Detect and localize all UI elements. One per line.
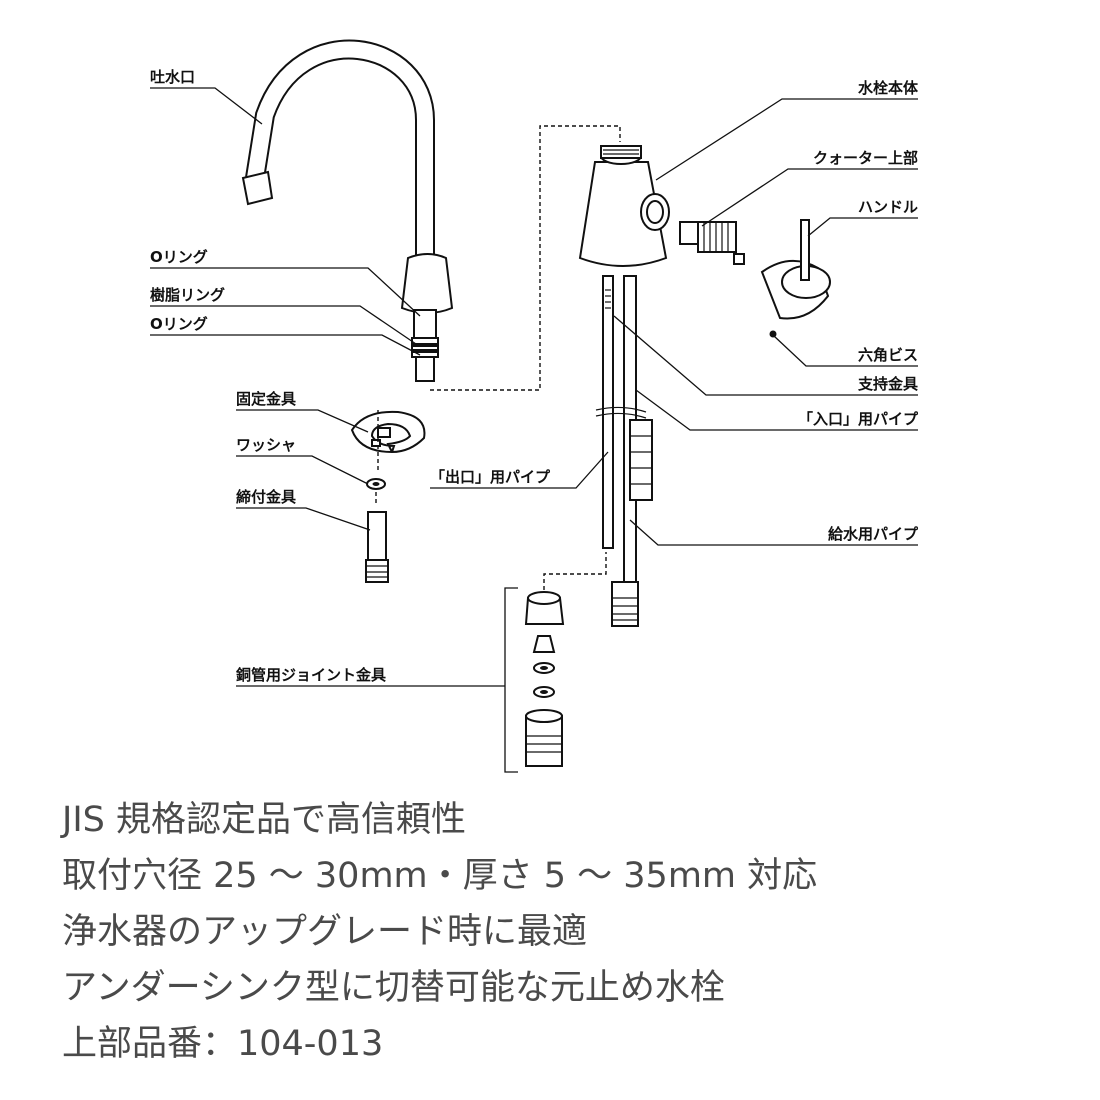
fixing-bracket-part [350, 410, 426, 454]
feature-upgrade: 浄水器のアップグレード時に最適 [62, 912, 588, 952]
label-resin-ring: 樹脂リング [150, 286, 225, 304]
feature-part-number: 上部品番：104-013 [62, 1024, 384, 1064]
label-o-ring-1: Oリング [150, 248, 208, 266]
clamp-bracket-part [365, 511, 389, 583]
spout-part [241, 39, 454, 382]
washer-part [366, 478, 386, 490]
exploded-parts-diagram: 吐水口 Oリング 樹脂リング Oリング 固定金具 ワッシャ 締付金具 銅管用ジョ… [150, 39, 919, 773]
assembly-guides [375, 125, 621, 590]
label-clamp-bracket: 締付金具 [236, 488, 296, 506]
label-quarter-top: クォーター上部 [813, 149, 918, 167]
copper-joint-part [524, 591, 565, 767]
handle-part [760, 219, 831, 320]
label-supply-pipe: 給水用パイプ [828, 525, 919, 543]
label-support-bracket: 支持金具 [857, 375, 918, 393]
quarter-top-part [679, 221, 745, 265]
faucet-body-part [578, 145, 670, 267]
label-spout: 吐水口 [150, 68, 195, 86]
label-inlet-pipe: 「入口」用パイプ [798, 410, 919, 428]
label-outlet-pipe: 「出口」用パイプ [430, 468, 551, 486]
label-fixing-bracket: 固定金具 [236, 390, 296, 408]
label-copper-joint: 銅管用ジョイント金具 [236, 666, 386, 684]
label-handle: ハンドル [858, 198, 918, 216]
feature-jis: JIS 規格認定品で高信頼性 [62, 800, 466, 840]
label-hex-screw: 六角ビス [858, 346, 918, 364]
leader-lines [150, 87, 918, 687]
joint-bracket-line [504, 587, 518, 773]
feature-list: JIS 規格認定品で高信頼性 取付穴径 25 ～ 30mm・厚さ 5 ～ 35m… [62, 792, 1062, 1072]
pipes-part [595, 275, 653, 627]
feature-undersink: アンダーシンク型に切替可能な元止め水栓 [62, 968, 725, 1008]
label-faucet-body: 水栓本体 [858, 79, 919, 97]
label-washer: ワッシャ [236, 436, 296, 454]
hex-screw-part [769, 330, 777, 338]
label-o-ring-2: Oリング [150, 315, 208, 333]
feature-hole-size: 取付穴径 25 ～ 30mm・厚さ 5 ～ 35mm 対応 [62, 856, 818, 896]
